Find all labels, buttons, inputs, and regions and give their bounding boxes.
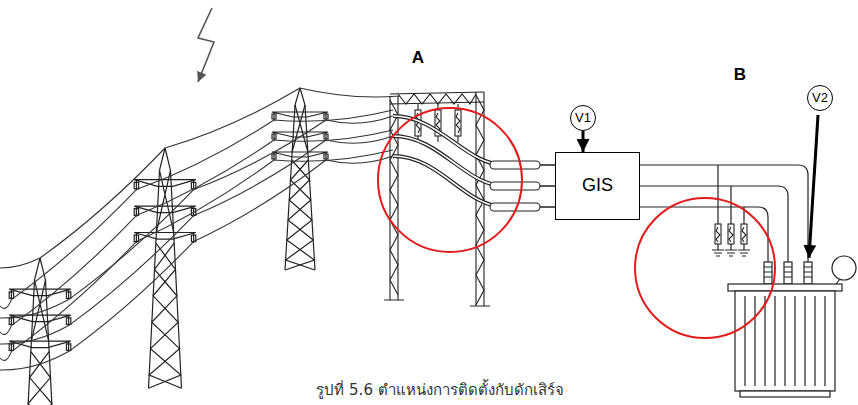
overhead-conductor-part bbox=[0, 130, 393, 334]
power-cable-part bbox=[540, 165, 556, 207]
power-transformer-part bbox=[764, 262, 772, 284]
region-letter: B bbox=[734, 65, 746, 85]
surge-arrester bbox=[715, 224, 747, 244]
transmission-tower-part bbox=[9, 258, 71, 405]
region-letter: A bbox=[412, 48, 424, 68]
surge-arrester-part bbox=[741, 224, 747, 244]
figure-caption: รูปที่ 5.6 ตำแหน่งการติดตั้งกับดักเสิร์จ bbox=[316, 378, 563, 402]
power-cable bbox=[393, 116, 556, 207]
power-cable-part bbox=[393, 156, 505, 207]
overhead-conductor-part bbox=[0, 116, 393, 318]
power-transformer-part bbox=[804, 262, 812, 284]
busbar-wire bbox=[640, 165, 808, 262]
cable-termination bbox=[490, 161, 540, 211]
arrester-gantry-part bbox=[398, 94, 476, 104]
surge-arrester-part bbox=[729, 227, 733, 242]
power-transformer-part bbox=[784, 262, 792, 284]
surge-arrester-part bbox=[742, 227, 746, 242]
power-cable-part bbox=[393, 136, 505, 186]
arrester-gantry-part bbox=[390, 100, 398, 295]
surge-arrester-part bbox=[715, 224, 721, 244]
measure-arrow bbox=[582, 131, 585, 152]
node-text: V1 bbox=[575, 111, 591, 125]
node-text: GIS bbox=[582, 176, 613, 196]
voltage-point: V2 bbox=[807, 85, 833, 111]
arrester-gantry-part bbox=[384, 300, 490, 306]
power-transformer-part bbox=[735, 291, 835, 391]
surge-arrester-part bbox=[728, 224, 734, 244]
region-circle-part bbox=[635, 198, 775, 338]
measure-arrow-part bbox=[809, 115, 818, 258]
voltage-point: V1 bbox=[570, 105, 596, 131]
busbar-wire-part bbox=[640, 186, 788, 262]
lightning-bolt bbox=[198, 8, 214, 82]
transmission-tower-part bbox=[134, 148, 196, 388]
power-transformer-part bbox=[836, 279, 840, 284]
power-transformer-part bbox=[832, 256, 856, 280]
busbar-wire-part bbox=[712, 250, 750, 256]
power-transformer-part bbox=[764, 267, 812, 277]
arrester-gantry-part bbox=[390, 92, 484, 104]
region-circle bbox=[378, 108, 775, 338]
node-text: V2 bbox=[812, 91, 828, 105]
power-transformer-part bbox=[728, 284, 842, 291]
cable-termination-part bbox=[490, 182, 540, 190]
measure-arrow bbox=[809, 115, 818, 258]
gis-box: GIS bbox=[555, 152, 640, 220]
surge-arrester-part bbox=[716, 227, 720, 242]
power-transformer bbox=[728, 256, 856, 397]
overhead-conductor-part bbox=[0, 88, 400, 268]
surge-arrester-part bbox=[455, 110, 461, 136]
overhead-conductor bbox=[0, 88, 400, 370]
power-cable-part bbox=[393, 156, 505, 207]
overhead-conductor-part bbox=[0, 150, 393, 360]
power-transformer-part bbox=[745, 296, 825, 386]
lightning-bolt-part bbox=[198, 8, 214, 82]
surge-arrester-part bbox=[456, 113, 460, 133]
cable-termination-part bbox=[490, 161, 540, 169]
region-circle-part bbox=[378, 108, 522, 252]
busbar-wire-part bbox=[640, 165, 808, 262]
power-transformer-part bbox=[740, 391, 830, 397]
